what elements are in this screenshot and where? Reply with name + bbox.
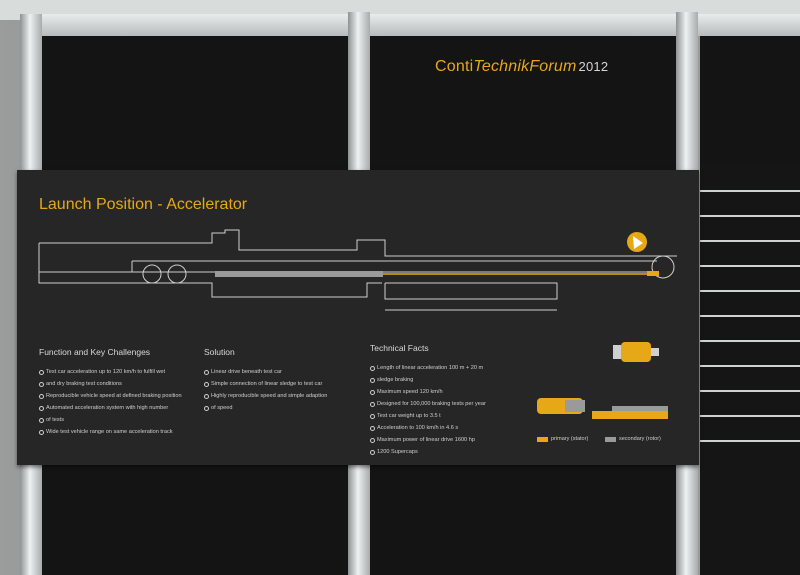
- list-item: Reproducible vehicle speed at defined br…: [39, 390, 182, 402]
- top-rail: [20, 14, 800, 36]
- list-item: of tests: [39, 414, 182, 426]
- column-list: Linear drive beneath test car Simple con…: [204, 366, 327, 414]
- board-title: Launch Position - Accelerator: [39, 196, 248, 213]
- slatted-panel: [700, 165, 800, 575]
- list-item: Test car weight up to 3.5 t: [370, 410, 486, 422]
- list-item: Acceleration to 100 km/h in 4.6 s: [370, 422, 486, 434]
- legend-label-primary: primary (stator): [551, 436, 589, 442]
- list-item: Length of linear acceleration 100 m + 20…: [370, 362, 486, 374]
- list-item: Test car acceleration up to 120 km/h to …: [39, 366, 182, 378]
- motor-illustration-bottom: [537, 398, 668, 419]
- list-item: 1200 Supercaps: [370, 446, 486, 458]
- motor-illustration-top: [613, 342, 659, 362]
- list-item: Linear drive beneath test car: [204, 366, 327, 378]
- column-heading: Solution: [204, 347, 235, 357]
- track-diagram: [38, 229, 677, 419]
- list-item: Wide test vehicle range on same accelera…: [39, 426, 182, 438]
- column-heading: Technical Facts: [370, 343, 429, 353]
- display-panel-right: [700, 36, 800, 171]
- list-item: Automated acceleration system with high …: [39, 402, 182, 414]
- legend-swatch-secondary: [605, 437, 616, 442]
- column-heading: Function and Key Challenges: [39, 347, 151, 357]
- list-item: Highly reproducible speed and simple ada…: [204, 390, 327, 402]
- list-item: and dry braking test conditions: [39, 378, 182, 390]
- list-item: sledge braking: [370, 374, 486, 386]
- list-item: of speed: [204, 402, 327, 414]
- list-item: Maximum power of linear drive 1600 hp: [370, 434, 486, 446]
- legend-swatch-primary: [537, 437, 548, 442]
- list-item: Designed for 100,000 braking tests per y…: [370, 398, 486, 410]
- legend-label-secondary: secondary (rotor): [619, 436, 661, 442]
- column-list: Length of linear acceleration 100 m + 20…: [370, 362, 486, 458]
- column-list: Test car acceleration up to 120 km/h to …: [39, 366, 182, 438]
- info-board: Launch Position - Accelerator: [17, 170, 699, 465]
- list-item: Maximum speed 120 km/h: [370, 386, 486, 398]
- list-item: Simple connection of linear sledge to te…: [204, 378, 327, 390]
